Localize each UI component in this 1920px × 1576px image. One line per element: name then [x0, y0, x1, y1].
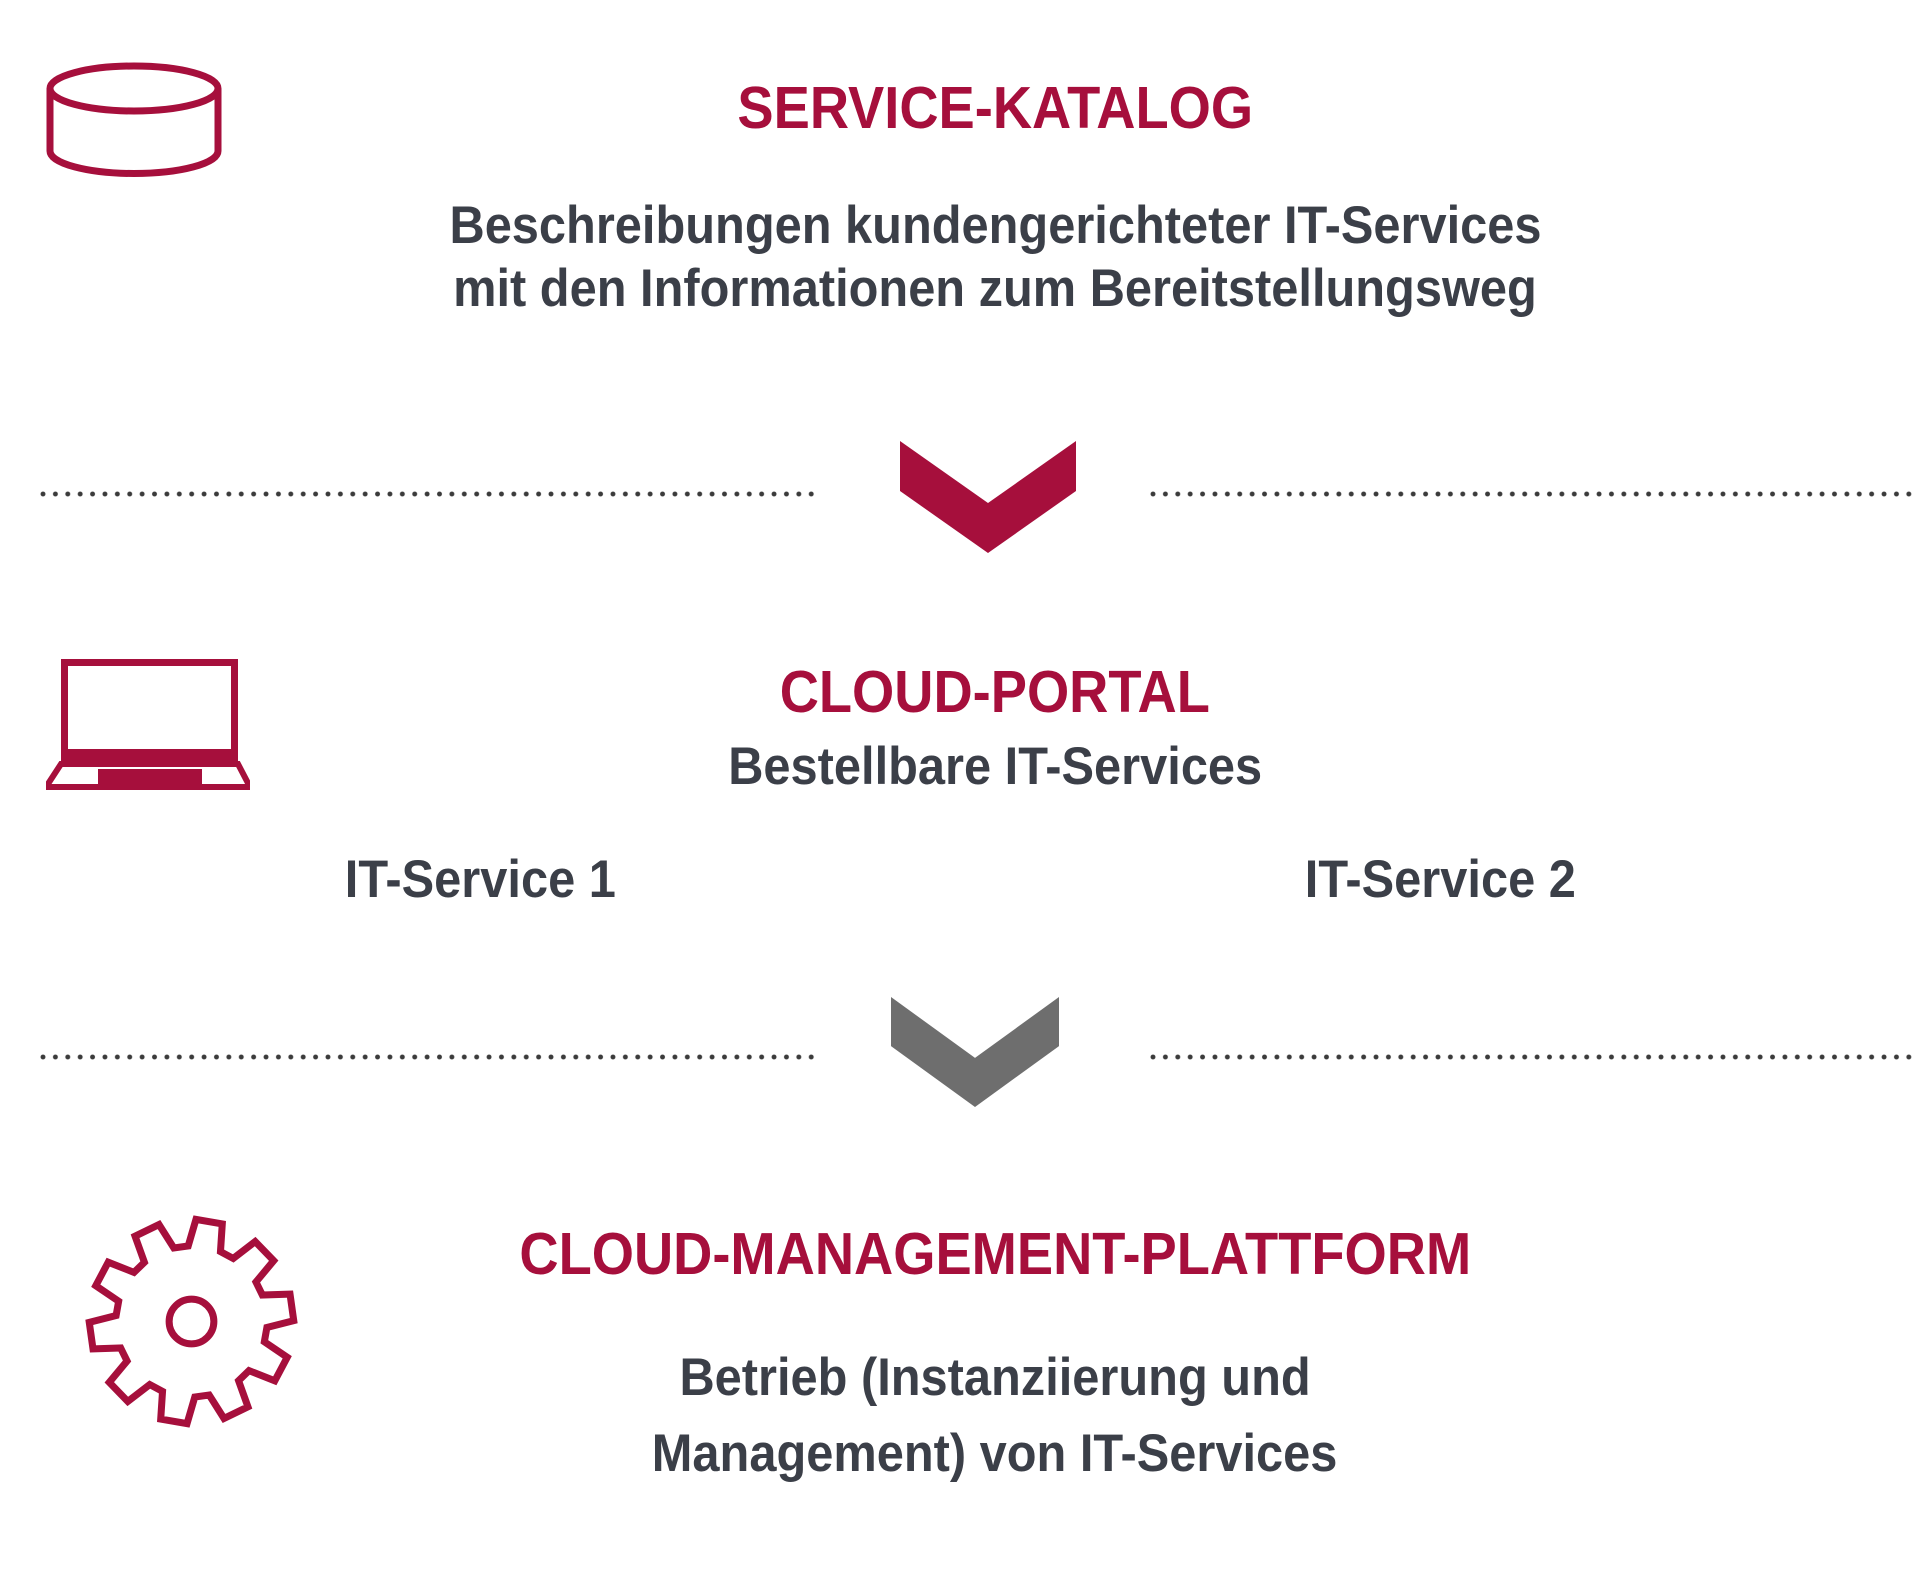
- chevron-down-icon: [891, 997, 1059, 1107]
- cloud-portal-subtitle: Bestellbare IT-Services: [728, 737, 1262, 796]
- description-line: Beschreibungen kundengerichteter IT-Serv…: [448, 196, 1542, 255]
- cloud-management-title-text: CLOUD-MANAGEMENT-PLATTFORM: [519, 1221, 1471, 1287]
- service-katalog-title-text: SERVICE-KATALOG: [737, 75, 1253, 141]
- dotted-divider-left: [40, 1054, 815, 1060]
- cloud-portal-title-text: CLOUD-PORTAL: [779, 659, 1211, 725]
- section-title-cloud-portal: CLOUD-PORTAL: [70, 662, 1920, 722]
- it-service-2-label: IT-Service 2: [1304, 850, 1576, 909]
- section-title-cloud-management-plattform: CLOUD-MANAGEMENT-PLATTFORM: [70, 1224, 1920, 1284]
- it-service-1-label: IT-Service 1: [344, 850, 616, 909]
- description-line: Management) von IT-Services: [652, 1424, 1338, 1483]
- section-title-service-katalog: SERVICE-KATALOG: [70, 78, 1920, 138]
- dotted-divider-right: [1150, 1054, 1915, 1060]
- gear-icon: [85, 1215, 298, 1428]
- cloud-management-description: Betrieb (Instanziierung und Management) …: [70, 1340, 1920, 1492]
- service-katalog-description: Beschreibungen kundengerichteter IT-Serv…: [70, 194, 1920, 320]
- dotted-divider-right: [1150, 491, 1915, 497]
- chevron-down-icon: [900, 441, 1076, 553]
- laptop-icon: [46, 659, 250, 790]
- database-icon: [46, 62, 222, 177]
- dotted-divider-left: [40, 491, 815, 497]
- description-line: mit den Informationen zum Bereitstellung…: [453, 259, 1537, 318]
- description-line: Betrieb (Instanziierung und: [679, 1348, 1311, 1407]
